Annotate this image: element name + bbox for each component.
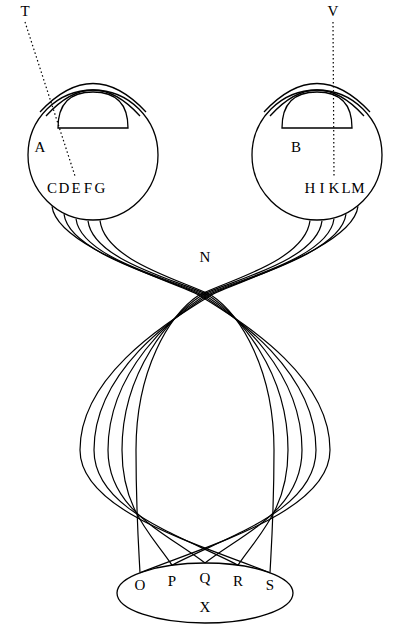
point-letter: E [71,181,80,196]
point-letter: Q [200,571,211,586]
point-letter: F [84,181,92,196]
eye-globe [28,90,158,220]
point-letter: D [59,181,70,196]
cornea-arc [264,84,370,113]
point-letter: X [200,600,211,615]
point-letter: S [266,578,274,593]
nerve-fiber [122,221,322,565]
nerve-fibers [52,206,358,572]
point-letter: H [305,181,316,196]
point-letter: V [328,4,339,19]
point-letter: L [341,181,350,196]
eye-lens [282,92,352,128]
eye-lens [58,92,128,128]
point-letter: C [47,181,57,196]
point-letter: T [20,4,29,19]
point-letter: O [135,578,146,593]
point-letter: A [35,140,46,155]
point-letter: M [351,181,364,196]
point-letter: P [168,574,176,589]
point-letter: R [233,574,243,589]
point-letter: N [200,250,211,265]
sight-line [25,22,75,176]
point-letter: K [329,181,340,196]
point-letter: G [95,181,106,196]
sight-line [333,22,334,176]
point-letter: B [291,140,301,155]
nerve-fiber [100,221,274,573]
eye-globe [252,90,382,220]
point-letter: I [320,181,325,196]
nerve-fiber [136,221,310,573]
cornea-arc [40,84,146,113]
